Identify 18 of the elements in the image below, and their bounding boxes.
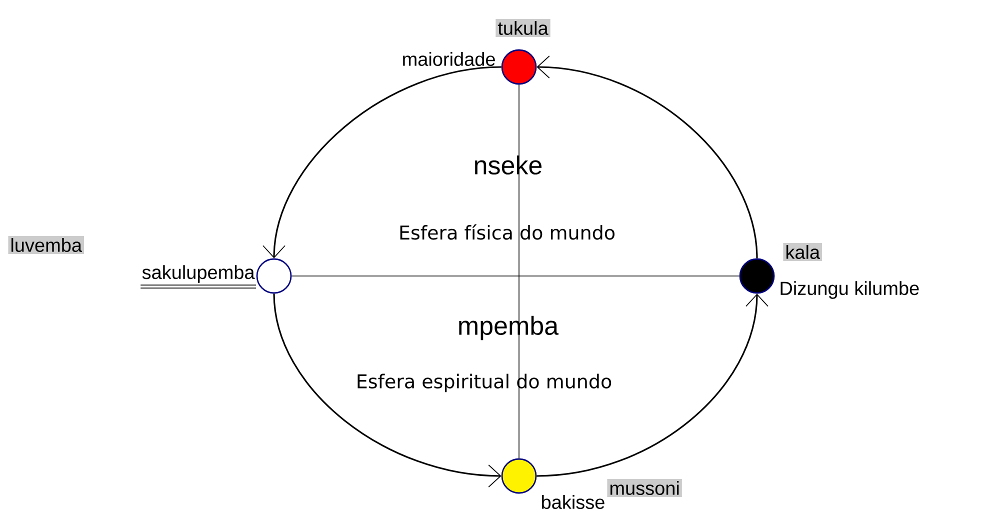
tag-label: mussoni [607,479,682,497]
underlined-label: sakulupemba [140,265,256,288]
circle-marker [501,458,537,494]
arc-arrow [262,66,502,258]
point-label: maioridade [403,52,495,66]
arc-arrow [273,294,502,488]
cross-line [518,84,520,459]
point-label: bakisse [542,495,604,509]
circle-marker [501,49,537,85]
tag-label: tukula [496,19,550,37]
circle-marker [256,258,292,294]
region-caption: Esfera física do mundo [400,224,614,240]
circle-marker [739,258,775,294]
tag-label: kala [783,243,822,261]
arc-arrow [536,294,768,477]
arc-arrow [536,56,758,258]
tag-label: luvemba [8,236,84,254]
point-label: Dizungu kilumbe [780,281,919,299]
